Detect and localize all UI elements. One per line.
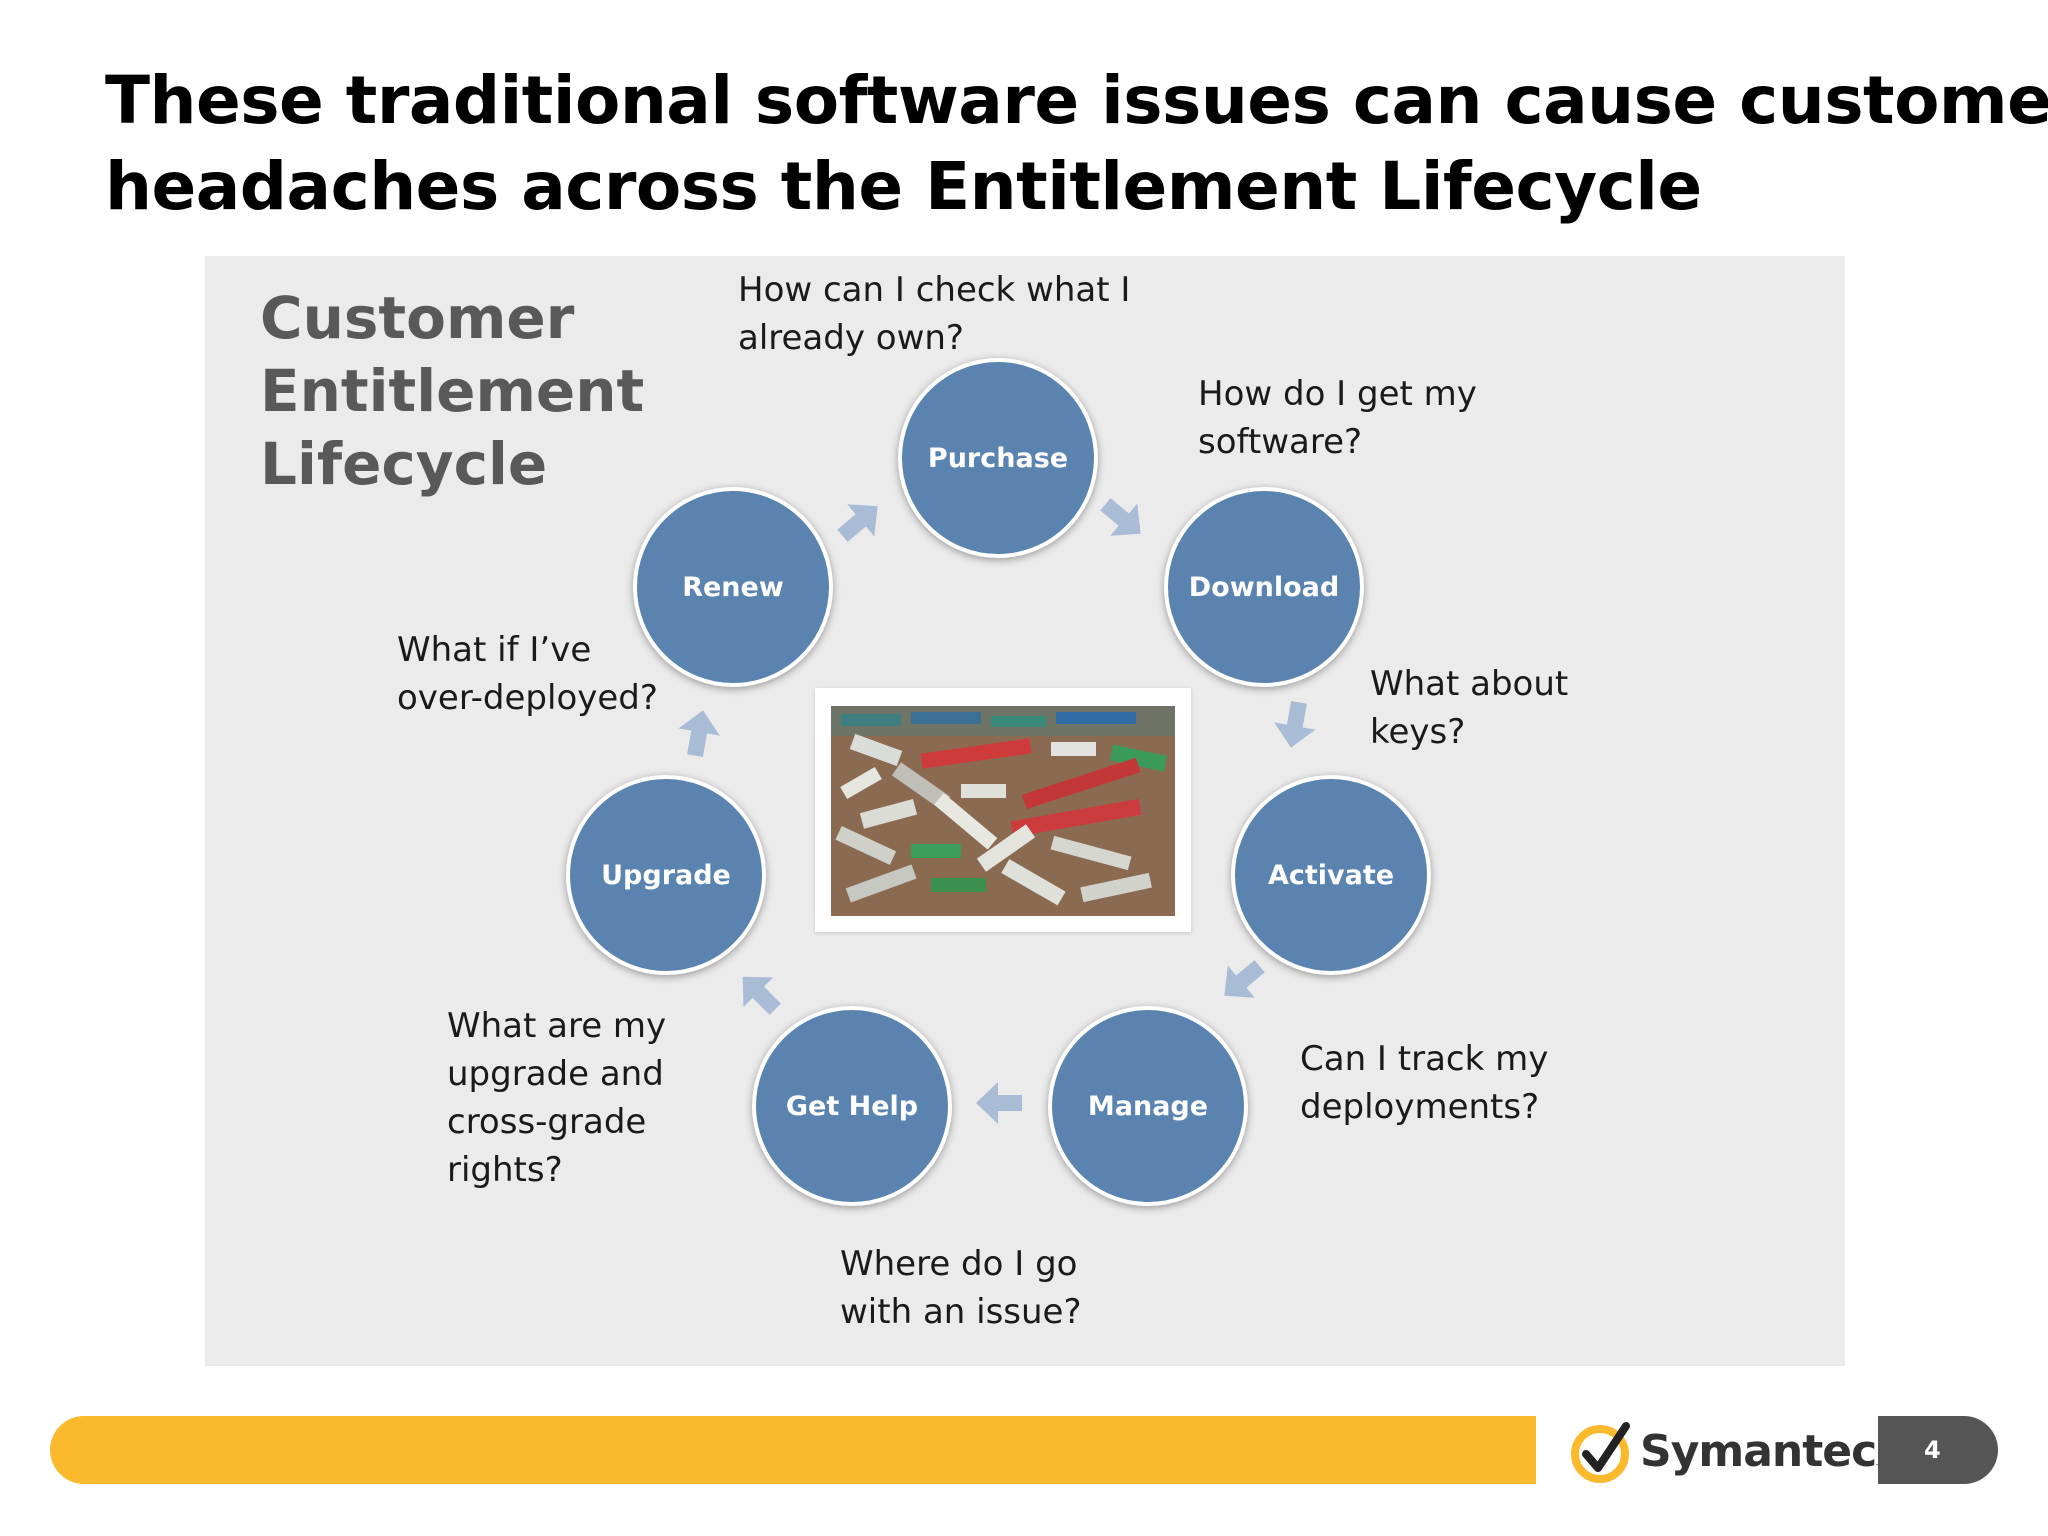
- cycle-arrow-1-icon: [837, 504, 878, 542]
- center-photo: [815, 688, 1191, 932]
- question-upgrade-line-4: rights?: [447, 1150, 563, 1190]
- stage-download: Download: [1164, 487, 1364, 687]
- cycle-arrow-5-icon: [976, 1082, 1022, 1124]
- question-purchase-line-2: already own?: [738, 318, 964, 358]
- lifecycle-heading: Customer Entitlement Lifecycle: [260, 282, 644, 501]
- question-manage: Can I track my deployments?: [1300, 1035, 1548, 1131]
- lifecycle-heading-line-2: Entitlement: [260, 357, 645, 425]
- question-activate: What about keys?: [1370, 660, 1568, 756]
- question-get-help-line-1: Where do I go: [840, 1244, 1078, 1284]
- symantec-logo: Symantec TM: [1570, 1412, 1888, 1490]
- stage-purchase: Purchase: [898, 358, 1098, 558]
- stage-manage: Manage: [1048, 1006, 1248, 1206]
- question-upgrade-line-3: cross-grade: [447, 1102, 647, 1142]
- stage-activate: Activate: [1231, 775, 1431, 975]
- symantec-logo-text: Symantec: [1640, 1425, 1877, 1477]
- slide-title-line-2: headaches across the Entitlement Lifecyc…: [105, 148, 1702, 225]
- question-renew-line-2: over-deployed?: [397, 678, 658, 718]
- cycle-arrow-3-icon: [1274, 700, 1316, 748]
- question-upgrade-line-2: upgrade and: [447, 1054, 664, 1094]
- cycle-arrow-4-icon: [1224, 960, 1265, 998]
- slide-title: These traditional software issues can ca…: [105, 58, 2048, 230]
- question-purchase-line-1: How can I check what I: [738, 270, 1131, 310]
- question-activate-line-1: What about: [1370, 664, 1569, 704]
- question-manage-line-1: Can I track my: [1300, 1039, 1549, 1079]
- cycle-arrow-7-icon: [678, 710, 720, 758]
- lifecycle-heading-line-3: Lifecycle: [260, 430, 548, 498]
- question-download-line-2: software?: [1198, 422, 1363, 462]
- question-download-line-1: How do I get my: [1198, 374, 1477, 414]
- question-renew: What if I’ve over-deployed?: [397, 626, 658, 722]
- cycle-arrow-2-icon: [1100, 498, 1141, 536]
- page-number: 4: [1878, 1416, 1998, 1484]
- question-purchase: How can I check what I already own?: [738, 266, 1130, 362]
- question-get-help-line-2: with an issue?: [840, 1292, 1082, 1332]
- question-renew-line-1: What if I’ve: [397, 630, 592, 670]
- stage-upgrade: Upgrade: [566, 775, 766, 975]
- traffic-jam-photo-icon: [831, 706, 1175, 916]
- slide-title-line-1: These traditional software issues can ca…: [105, 62, 2048, 139]
- question-manage-line-2: deployments?: [1300, 1087, 1540, 1127]
- stage-renew: Renew: [633, 487, 833, 687]
- footer-bar: [50, 1416, 1536, 1484]
- question-download: How do I get my software?: [1198, 370, 1477, 466]
- question-upgrade: What are my upgrade and cross-grade righ…: [447, 1002, 666, 1194]
- cycle-arrow-6-icon: [742, 976, 781, 1015]
- question-activate-line-2: keys?: [1370, 712, 1466, 752]
- lifecycle-heading-line-1: Customer: [260, 284, 575, 352]
- symantec-checkmark-icon: [1571, 1422, 1630, 1483]
- question-get-help: Where do I go with an issue?: [840, 1240, 1082, 1336]
- question-upgrade-line-1: What are my: [447, 1006, 667, 1046]
- stage-get-help: Get Help: [752, 1006, 952, 1206]
